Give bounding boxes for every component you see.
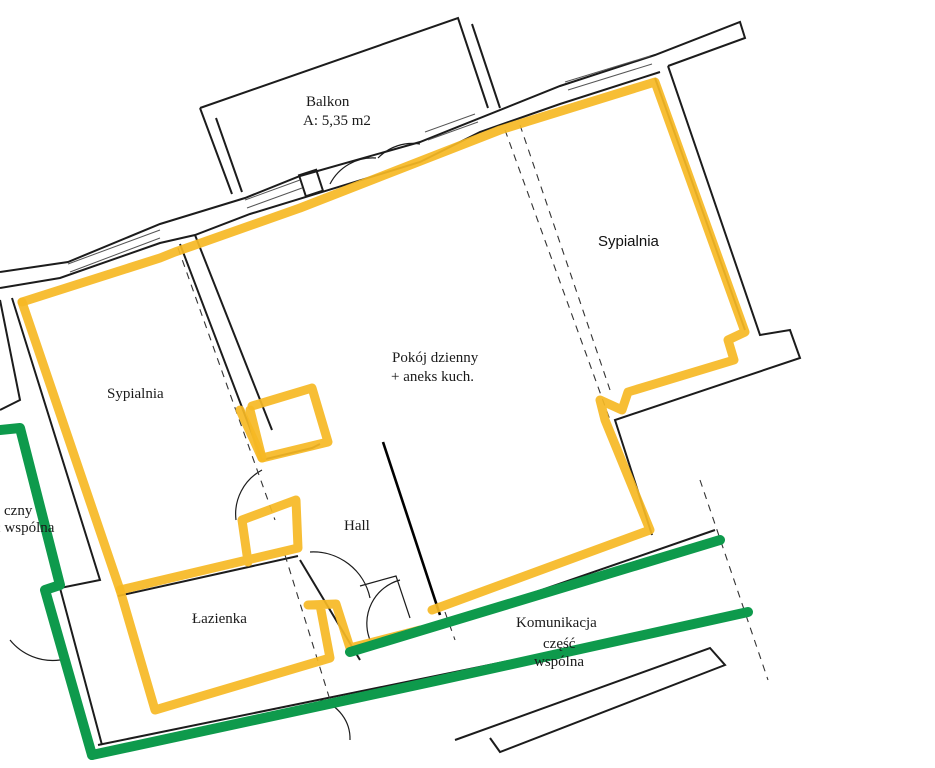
partition-bedroom-living-2	[194, 234, 273, 431]
balcony-name: Balkon	[306, 94, 350, 110]
windows	[67, 55, 653, 273]
dash-1	[177, 247, 276, 521]
window-1	[67, 229, 161, 273]
outer-wall-north	[0, 20, 747, 273]
bath-door-arc	[309, 551, 371, 599]
outer-wall-west	[11, 297, 103, 746]
outer-wall-west-2	[0, 299, 22, 411]
bathroom-name: Łazienka	[192, 611, 247, 627]
corridor-name-2: część	[543, 636, 576, 652]
dash-4	[519, 124, 611, 391]
bathroom-wall-top	[117, 555, 299, 597]
entry-door-arc	[366, 579, 401, 641]
window-2	[244, 179, 303, 209]
left-door-arc	[9, 639, 61, 662]
window-3	[424, 113, 479, 141]
window-4	[564, 55, 653, 91]
orange-column-2	[245, 405, 267, 463]
outer-wall-east	[613, 65, 802, 536]
living-room-name-1: Pokój dzienny	[392, 350, 479, 366]
green-left-wall	[0, 423, 97, 760]
hall-door-arc	[235, 469, 263, 521]
green-corridor-north	[345, 535, 725, 657]
balcony-outline	[199, 16, 501, 195]
balcony-door-left	[329, 157, 377, 185]
orange-main-outline	[17, 77, 750, 615]
dash-5	[699, 479, 769, 681]
outer-wall-north-inner	[0, 71, 661, 289]
hall-name: Hall	[344, 518, 370, 534]
lower-wall	[454, 646, 727, 754]
bedroom-left-name: Sypialnia	[107, 386, 164, 402]
apartment-outline	[17, 77, 750, 715]
common-area-outline	[0, 423, 753, 760]
balcony-pillar	[297, 168, 325, 198]
bedroom-right-name: Sypialnia	[598, 233, 660, 250]
room-labels: Balkon A: 5,35 m2 Sypialnia Sypialnia Po…	[0, 94, 660, 670]
kitchen-divider-line	[381, 441, 442, 616]
walls	[0, 16, 802, 754]
left-partial-2: ć wspólna	[0, 520, 55, 536]
balcony-area: A: 5,35 m2	[303, 113, 371, 129]
corridor-name-1: Komunikacja	[516, 615, 597, 631]
balcony-door-right	[377, 142, 421, 159]
living-room-name-2: + aneks kuch.	[391, 369, 474, 385]
dash-3	[504, 129, 611, 421]
orange-bath-top	[115, 495, 303, 595]
entry-door-frame	[359, 575, 411, 619]
left-partial-1: czny	[4, 503, 33, 519]
orange-left-outline	[17, 297, 425, 715]
corridor-name-3: wspólna	[534, 654, 584, 670]
green-corridor-south	[87, 607, 753, 760]
